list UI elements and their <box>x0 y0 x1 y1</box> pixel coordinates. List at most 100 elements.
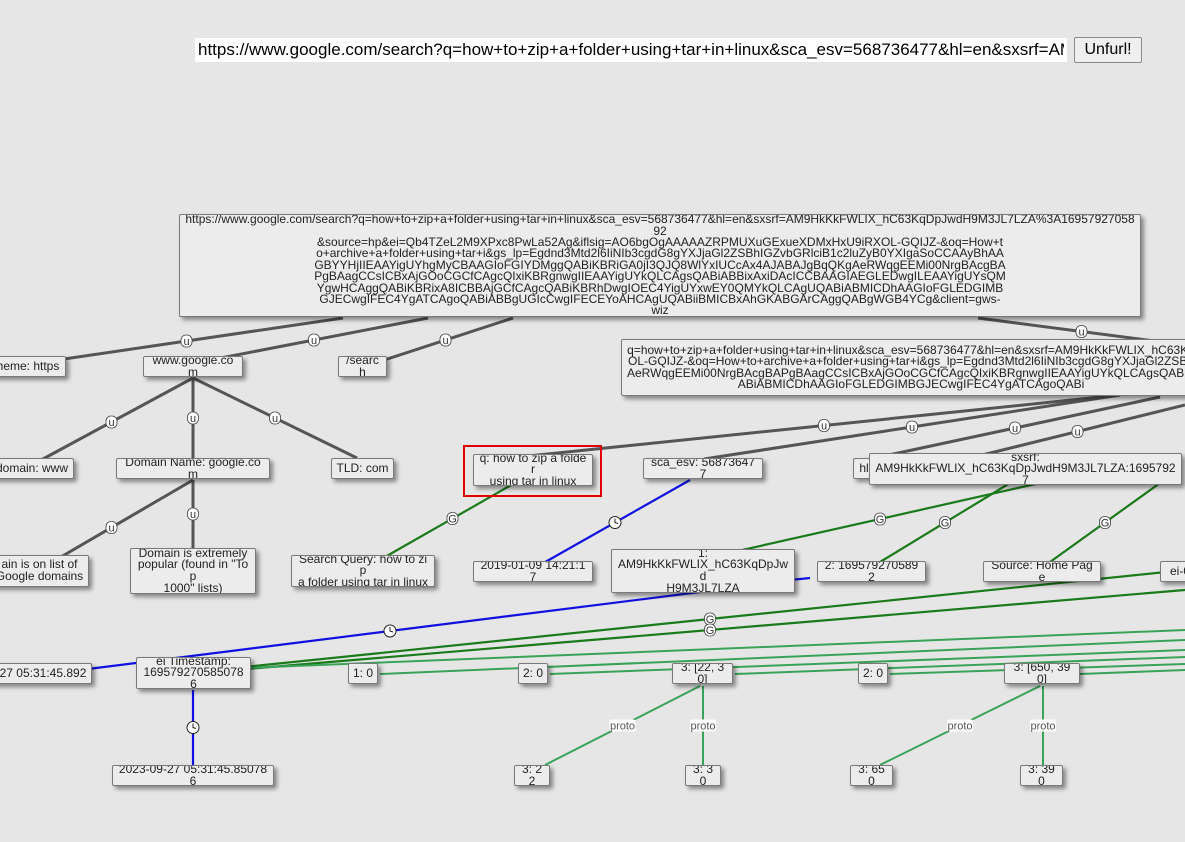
node-search-query-text: Search Query: how to zip a folder using … <box>297 555 429 587</box>
node-search-query[interactable]: Search Query: how to zip a folder using … <box>291 555 435 587</box>
node-full-url[interactable]: https://www.google.com/search?q=how+to+z… <box>179 214 1141 317</box>
node-scheme-text: heme: https <box>0 358 60 373</box>
edge-label-text: u <box>311 335 317 347</box>
node-sxsrf-part1-text: 1: AM9HkKkFWLIX_hC63KqDpJwd H9M3JL7LZA <box>617 549 789 593</box>
node-value-30[interactable]: 3: 30 <box>685 765 721 786</box>
node-ei-timestamp[interactable]: ei Timestamp: 1695792705850786 <box>136 657 251 689</box>
node-path-text: /search <box>346 356 379 377</box>
edge-label-proto: proto <box>609 719 636 733</box>
node-google-list-text: ain is on list of Google domains <box>0 557 84 583</box>
node-ei-timestamp-text: ei Timestamp: 1695792705850786 <box>143 657 244 689</box>
node-value-30-text: 3: 30 <box>692 765 713 786</box>
node-q-param[interactable]: q: how to zip a folder using tar in linu… <box>473 454 593 486</box>
node-source-text: Source: Home Page <box>991 561 1093 582</box>
node-query-string[interactable]: q=how+to+zip+a+folder+using+tar+in+linux… <box>621 339 1185 396</box>
node-sxsrf-text: sxsrf: AM9HkKkFWLIX_hC63KqDpJwdH9M3JL7LZ… <box>875 453 1176 485</box>
edge-label-text: G <box>1101 518 1110 530</box>
edge-label-text: G <box>706 614 715 626</box>
url-input[interactable] <box>195 38 1067 62</box>
node-sca-esv[interactable]: sca_esv: 568736477 <box>643 458 763 479</box>
edge-label-url: u <box>269 411 281 425</box>
node-value-390-text: 3: 390 <box>1028 765 1055 786</box>
edge-label-url: u <box>1071 425 1084 439</box>
edge-label-text: G <box>876 514 885 526</box>
node-proto-2-0-b-text: 2: 0 <box>863 665 884 680</box>
node-proto-3-a[interactable]: 3: [22, 30] <box>672 663 733 684</box>
edge-label-url: u <box>1009 421 1021 435</box>
edge-label-text: u <box>909 422 915 434</box>
node-value-650[interactable]: 3: 650 <box>850 765 893 786</box>
selection-highlight <box>463 445 602 497</box>
node-value-390[interactable]: 3: 390 <box>1020 765 1063 786</box>
node-proto-1-0[interactable]: 1: 0 <box>348 663 378 684</box>
node-ei[interactable]: ei-0 <box>1160 561 1185 582</box>
node-tld[interactable]: TLD: com <box>331 458 394 479</box>
node-popular-domain[interactable]: Domain is extremely popular (found in "T… <box>130 548 256 594</box>
node-proto-1-0-text: 1: 0 <box>353 665 374 680</box>
node-source[interactable]: Source: Home Page <box>983 561 1101 582</box>
edge-label-text: proto <box>1030 721 1055 733</box>
node-value-22-text: 3: 22 <box>521 765 542 786</box>
edge-label-google: G <box>1099 516 1111 530</box>
node-timestamp-2023-text: 2023-09-27 05:31:45.850786 <box>118 765 268 786</box>
graph-edge <box>1079 669 1185 675</box>
edge-label-url: u <box>818 419 830 433</box>
node-proto-2-0-a-text: 2: 0 <box>523 665 544 680</box>
graph-edge <box>734 656 1185 675</box>
node-domain-text: www.google.com <box>152 356 234 377</box>
edge-label-text: u <box>1078 327 1084 339</box>
graph-edge <box>549 649 1185 675</box>
node-sxsrf-part2-text: 2: 1695792705892 <box>824 561 919 582</box>
edge-label-proto: proto <box>947 719 973 733</box>
node-full-url-text: https://www.google.com/search?q=how+to+z… <box>185 214 1135 317</box>
edge-label-text: u <box>1012 423 1018 435</box>
edge-label-url: u <box>105 415 118 429</box>
edge-label-text: u <box>108 417 114 429</box>
node-google-domains-list[interactable]: ain is on list of Google domains <box>0 555 89 587</box>
node-proto-2-0-b[interactable]: 2: 0 <box>858 663 888 684</box>
edge-label-url: u <box>308 333 320 347</box>
node-timestamp-2023[interactable]: 2023-09-27 05:31:45.850786 <box>112 765 274 786</box>
node-subdomain[interactable]: domain: www <box>0 458 74 479</box>
edge-label-proto: proto <box>690 719 716 733</box>
node-date-2019[interactable]: 2019-01-09 14:21:17 <box>473 561 593 582</box>
node-hl-text: hl <box>859 460 869 475</box>
node-domain-name[interactable]: Domain Name: google.com <box>116 458 270 479</box>
node-path[interactable]: /search <box>338 356 387 377</box>
edge-label-text: u <box>190 413 196 425</box>
node-timestamp-left[interactable]: -27 05:31:45.892 <box>0 663 92 684</box>
edge-label-url: u <box>906 420 918 434</box>
unfurl-button[interactable]: Unfurl! <box>1074 37 1142 63</box>
graph-edge <box>244 629 1185 669</box>
edge-label-url: u <box>180 334 193 348</box>
edge-label-google: G <box>446 512 459 526</box>
edge-label-google: G <box>874 512 886 526</box>
edge-label-text: G <box>706 625 715 637</box>
graph-edge <box>379 639 1185 675</box>
edge-label-text: proto <box>610 721 635 733</box>
node-proto-2-0-a[interactable]: 2: 0 <box>518 663 548 684</box>
node-sxsrf-part2[interactable]: 2: 1695792705892 <box>817 561 926 582</box>
edge-label-text: u <box>190 509 196 521</box>
node-query-text: q=how+to+zip+a+folder+using+tar+in+linux… <box>627 342 1185 391</box>
edge-label-text: G <box>941 518 950 530</box>
node-domain[interactable]: www.google.com <box>143 356 243 377</box>
edge-label-text: proto <box>947 721 972 733</box>
edge-label-text: u <box>442 335 448 347</box>
clock-icon <box>608 516 622 529</box>
clock-icon <box>383 624 397 638</box>
node-proto-3-b-text: 3: [650, 390] <box>1013 663 1071 684</box>
node-subdomain-text: domain: www <box>0 460 69 475</box>
node-ei-text: ei-0 <box>1169 563 1185 578</box>
edge-label-url: u <box>1075 325 1088 339</box>
node-sxsrf[interactable]: sxsrf: AM9HkKkFWLIX_hC63KqDpJwdH9M3JL7LZ… <box>869 453 1182 485</box>
node-sxsrf-part1[interactable]: 1: AM9HkKkFWLIX_hC63KqDpJwd H9M3JL7LZA <box>611 549 795 593</box>
node-value-22[interactable]: 3: 22 <box>514 765 550 786</box>
node-sca-esv-text: sca_esv: 568736477 <box>650 458 756 479</box>
edge-label-text: u <box>272 413 278 425</box>
edge-label-proto: proto <box>1030 719 1056 733</box>
node-proto-3-b[interactable]: 3: [650, 390] <box>1004 663 1080 684</box>
node-scheme[interactable]: heme: https <box>0 356 66 377</box>
